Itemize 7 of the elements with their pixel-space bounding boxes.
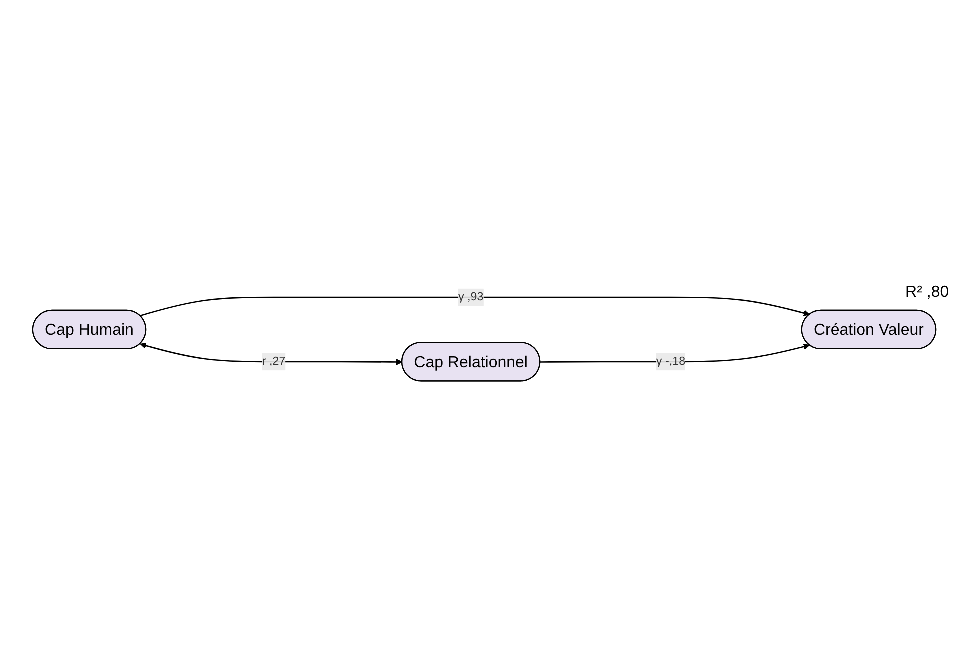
node-annotation: R² ,80	[906, 284, 950, 302]
arrow	[140, 296, 810, 316]
arrow	[140, 342, 402, 365]
edge-label: r ,27	[262, 354, 286, 368]
edge-label: γ ,93	[458, 290, 484, 303]
arrow	[540, 343, 810, 362]
edge-label: γ -,18	[656, 354, 686, 368]
